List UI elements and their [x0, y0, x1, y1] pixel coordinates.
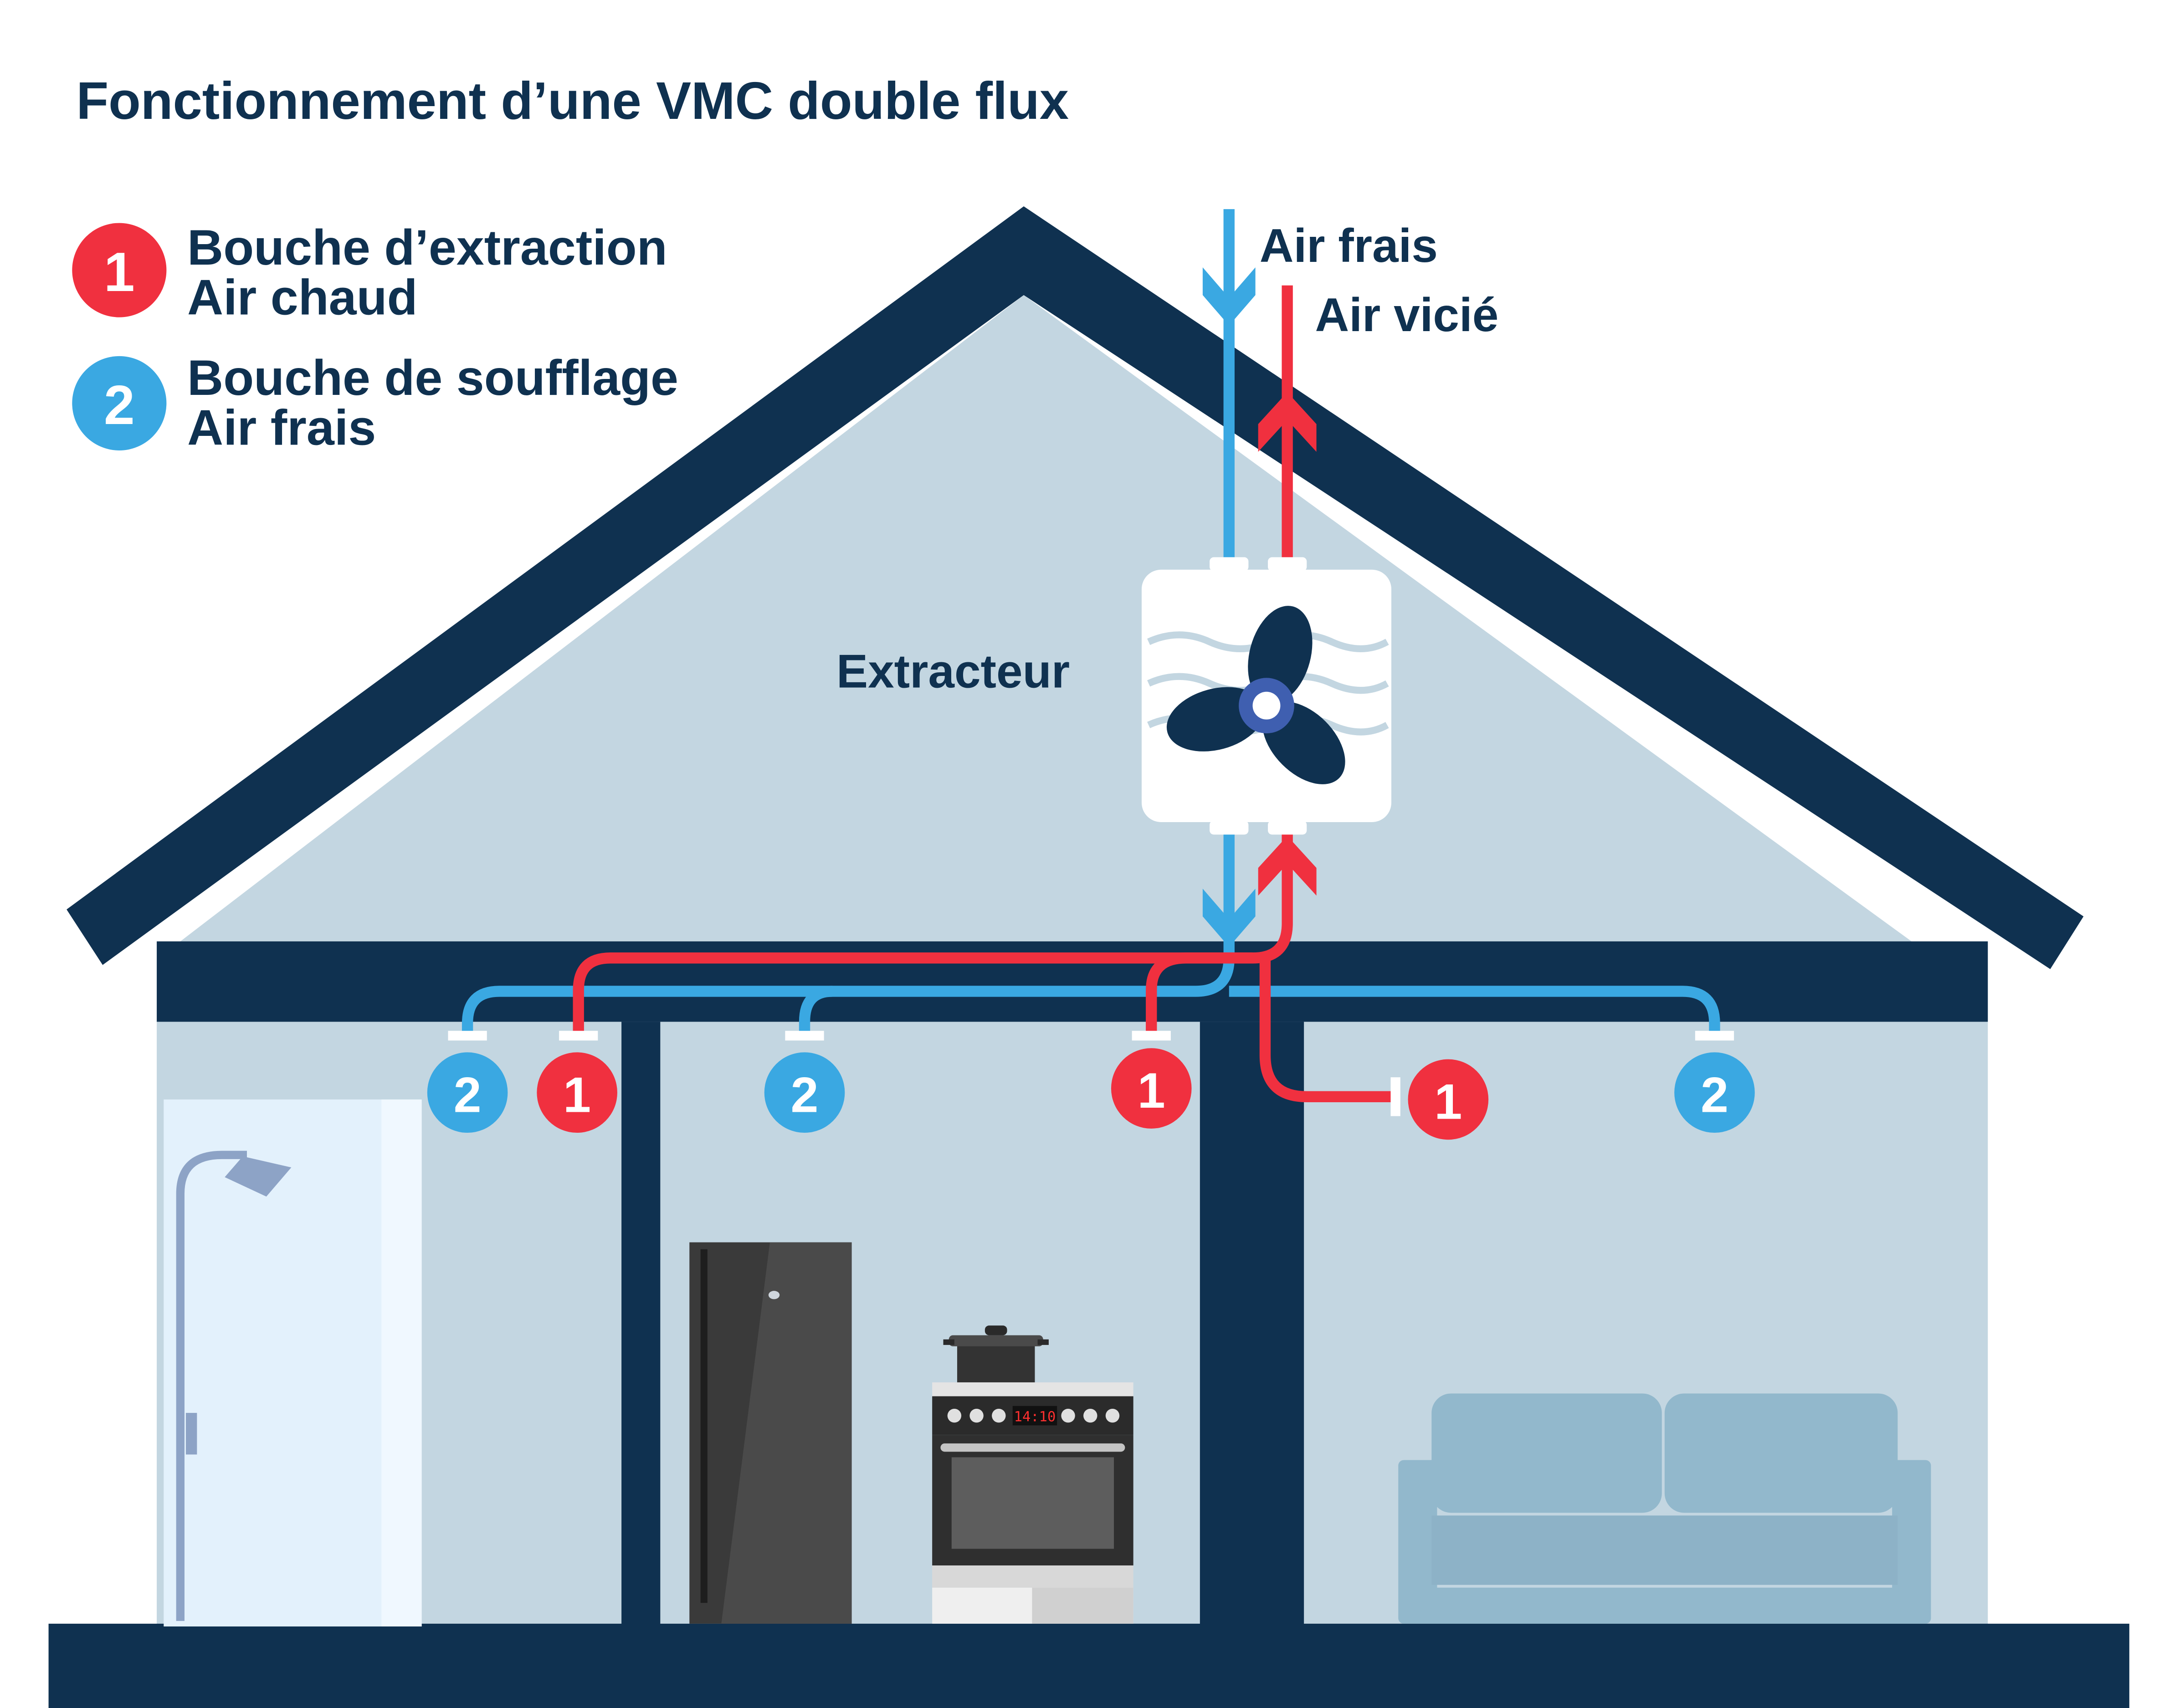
fresh-air-arrow-top [1202, 267, 1256, 326]
shower-icon [164, 1099, 422, 1626]
fresh-air-arrow-bottom [1202, 889, 1256, 947]
legend-number-extract: 1 [104, 241, 135, 303]
fresh-air-duct-right [1229, 986, 1720, 1033]
shower-door-edge [381, 1099, 422, 1626]
extractor-port [1210, 820, 1249, 835]
fresh-air-ducts [462, 209, 1720, 1033]
stale-air-arrow-bottom [1258, 836, 1317, 896]
supply-vent-badge [427, 1052, 508, 1133]
extractor-port [1268, 557, 1307, 571]
extract-vent-number: 1 [563, 1067, 591, 1123]
oven-display [1012, 1406, 1057, 1426]
fresh-air-duct-middle [799, 986, 833, 1033]
extract-vent-badge [1408, 1059, 1489, 1140]
extractor-unit [1141, 557, 1392, 835]
stale-air-duct-left [573, 833, 1293, 1033]
sofa-arm-left [1398, 1460, 1437, 1624]
pillar-right [1200, 1022, 1304, 1626]
legend-extract-line2: Air chaud [187, 270, 418, 326]
extractor-port [1268, 820, 1307, 835]
stale-air-ducts [573, 285, 1393, 1103]
shower-cabin [164, 1099, 422, 1626]
attic-wall [180, 295, 1912, 941]
legend-supply-line1: Bouche de soufflage [187, 350, 678, 406]
fridge-handle [700, 1249, 708, 1603]
sofa-arm-right [1892, 1460, 1931, 1624]
fresh-air-duct-left [462, 833, 1235, 1033]
supply-vent-badge [764, 1052, 845, 1133]
supply-vent-number: 2 [454, 1067, 482, 1123]
sofa-cushion-right [1664, 1393, 1898, 1513]
fresh-air-label: Air frais [1260, 219, 1438, 272]
pillar-left [621, 1022, 661, 1626]
oven-handle [940, 1443, 1125, 1452]
ground-floor-slab [48, 1623, 2129, 1708]
stale-air-arrow-top [1258, 392, 1317, 452]
oven-icon: 14:10 [932, 1325, 1133, 1624]
fridge-shine [721, 1242, 852, 1624]
sofa-base [1431, 1587, 1898, 1624]
diagram-title: Fonctionnement d’une VMC double flux [76, 71, 1069, 130]
extract-vent-badge [1111, 1048, 1192, 1129]
extract-vent-badge [537, 1052, 617, 1133]
supply-vent-number: 2 [791, 1067, 819, 1123]
sofa-seat [1431, 1515, 1898, 1585]
supply-vent-badge [1674, 1052, 1755, 1133]
legend-extract-line1: Bouche d’extraction [187, 220, 667, 276]
extractor-label: Extracteur [836, 645, 1070, 698]
stove-top [932, 1382, 1133, 1396]
oven-kick [932, 1565, 1133, 1588]
legend-badge-extract [72, 223, 167, 317]
stale-air-duct-middle [1146, 952, 1253, 1033]
shower-valve [186, 1413, 197, 1455]
fridge-icon [689, 1242, 852, 1624]
supply-vent-number: 2 [1701, 1067, 1728, 1123]
legend-badge-supply [72, 356, 167, 450]
vent-badges: 2 1 2 1 1 2 [427, 1048, 1755, 1140]
fridge-logo [768, 1291, 780, 1299]
legend-supply-line2: Air frais [187, 400, 376, 456]
oven-display-time: 14:10 [1014, 1409, 1056, 1425]
extractor-port [1210, 557, 1249, 571]
sofa-cushion-left [1431, 1393, 1662, 1513]
shower-pipe [176, 1151, 247, 1621]
legend-number-supply: 2 [104, 374, 135, 436]
oven-drawer-shade [1032, 1587, 1133, 1624]
fan-icon [1166, 606, 1345, 784]
extract-vent-number: 1 [1138, 1063, 1165, 1119]
extract-vent-number: 1 [1434, 1074, 1462, 1130]
stale-air-label: Air vicié [1315, 288, 1499, 341]
stove-knobs [947, 1408, 1120, 1423]
stale-air-duct-right [1259, 958, 1393, 1103]
pot-icon [943, 1325, 1049, 1383]
legend: 1 Bouche d’extraction Air chaud 2 Bouche… [72, 220, 678, 456]
sofa-icon [1398, 1393, 1931, 1624]
shower-head [225, 1156, 292, 1197]
oven-window [951, 1457, 1114, 1549]
